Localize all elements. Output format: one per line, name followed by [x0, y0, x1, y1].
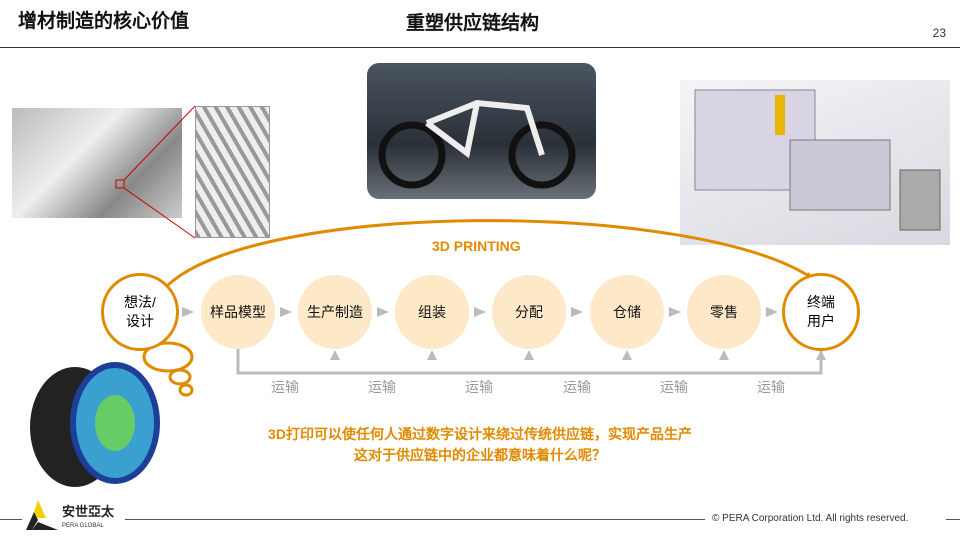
transport-label: 运输 — [465, 379, 493, 395]
zoom-callout-lines — [115, 105, 196, 239]
printing-arc — [166, 219, 816, 287]
step-node: 分配 — [492, 275, 566, 349]
message-line-2: 这对于供应链中的企业都意味着什么呢？ — [354, 447, 606, 463]
logo-subtext: PERA GLOBAL — [62, 523, 104, 529]
transport-label: 运输 — [271, 379, 299, 395]
footer-rule-right — [946, 519, 960, 520]
lattice-part-image — [12, 108, 182, 218]
slide-title: 增材制造的核心价值 — [18, 11, 190, 32]
slide-subtitle: 重塑供应链结构 — [406, 13, 540, 34]
motorcycle-image — [367, 63, 596, 199]
step-node: 样品模型 — [201, 275, 275, 349]
start-node-idea-design: 想法/设计 — [101, 273, 179, 351]
end-node-end-user: 终端用户 — [782, 273, 860, 351]
transport-label: 运输 — [660, 379, 688, 395]
flow-arrows — [182, 307, 826, 360]
wheel-simulation-image — [20, 355, 170, 490]
factory-cell-image — [680, 80, 950, 245]
step-node: 零售 — [687, 275, 761, 349]
arc-label: 3D PRINTING — [432, 238, 521, 254]
lattice-detail-image — [195, 106, 270, 238]
footer-rule — [125, 519, 705, 520]
step-node: 仓储 — [590, 275, 664, 349]
start-line-2: 设计 — [125, 313, 154, 329]
thought-bubbles-icon — [142, 341, 194, 397]
end-line-2: 用户 — [807, 313, 835, 329]
end-line-1: 终端 — [807, 294, 835, 310]
pera-logo-icon — [26, 500, 58, 530]
logo-text: 安世亞太 — [62, 504, 115, 519]
step-node: 生产制造 — [298, 275, 372, 349]
footer-rule-left — [0, 519, 22, 520]
step-node: 组装 — [395, 275, 469, 349]
header-divider — [0, 47, 960, 48]
transport-label: 运输 — [563, 379, 591, 395]
start-line-1: 想法/ — [124, 294, 156, 310]
page-number: 23 — [932, 26, 946, 40]
copyright: © PERA Corporation Ltd. All rights reser… — [712, 513, 909, 524]
message-line-1: 3D打印可以使任何人通过数字设计来绕过传统供应链，实现产品生产 — [268, 426, 692, 442]
transport-label: 运输 — [368, 379, 396, 395]
transport-label: 运输 — [757, 379, 785, 395]
transport-line — [236, 349, 823, 375]
